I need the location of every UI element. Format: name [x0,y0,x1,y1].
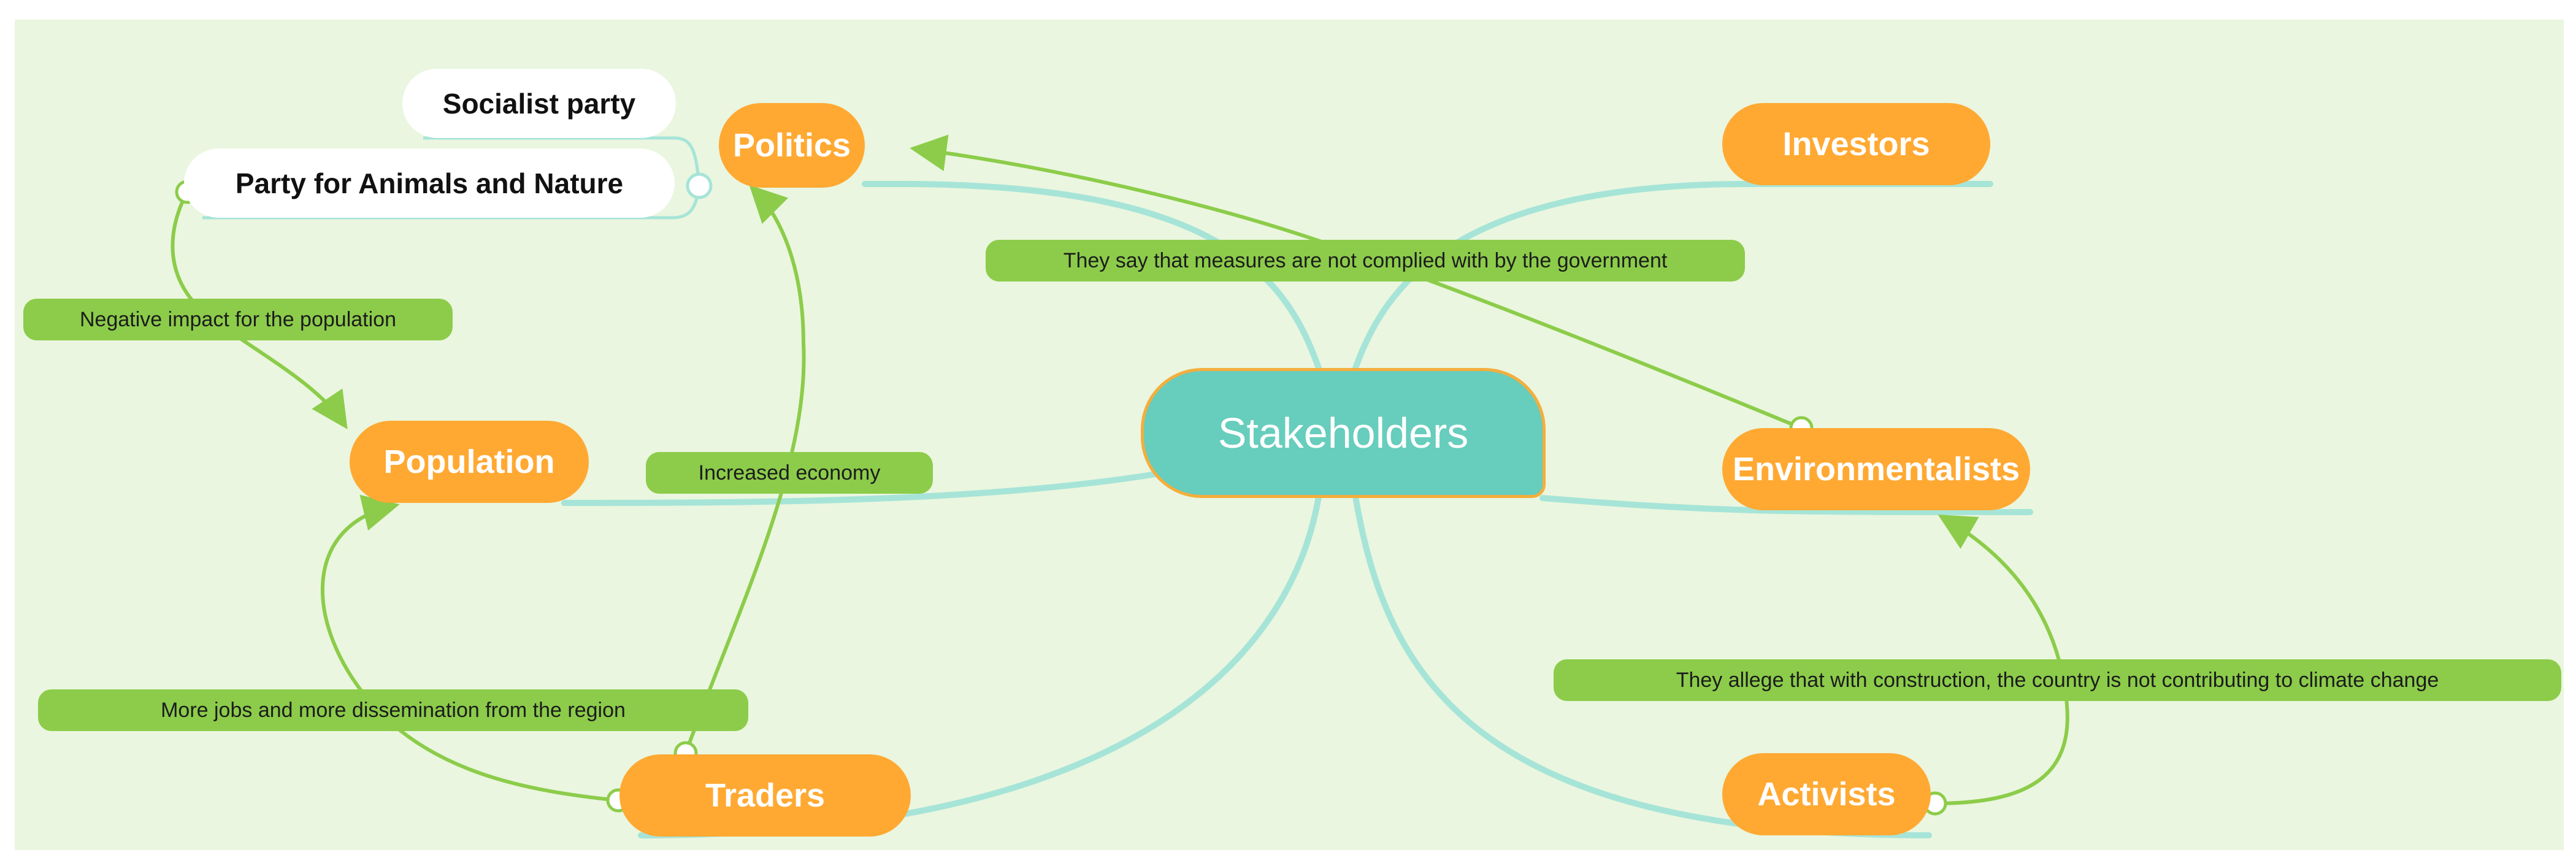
subtopic-party-for-animals-and-nature[interactable]: Party for Animals and Nature [184,148,675,218]
relationship-label-climate-change[interactable]: They allege that with construction, the … [1554,659,2561,701]
branch-population [561,470,1162,506]
relationship-line-climate [1934,514,2069,805]
topic-activists[interactable]: Activists [1722,753,1931,835]
relationship-line-more-jobs [320,494,619,802]
topic-population[interactable]: Population [350,421,589,503]
relationship-line-increased-economy [684,185,806,754]
branch-environmentalists [1539,495,2033,515]
relationship-label-more-jobs[interactable]: More jobs and more dissemination from th… [38,689,748,731]
subtopic-socialist-party[interactable]: Socialist party [402,69,676,138]
relationship-label-negative-impact[interactable]: Negative impact for the population [23,299,453,340]
relationship-label-measures-not-complied[interactable]: They say that measures are not complied … [986,240,1745,282]
relationship-label-increased-economy[interactable]: Increased economy [646,452,933,494]
topic-traders[interactable]: Traders [619,754,911,837]
topic-politics[interactable]: Politics [719,103,865,188]
topic-investors[interactable]: Investors [1722,103,1990,185]
topic-environmentalists[interactable]: Environmentalists [1722,428,2030,510]
subtopic-collapse-handle[interactable] [686,172,713,199]
central-topic-stakeholders[interactable]: Stakeholders [1141,368,1546,498]
